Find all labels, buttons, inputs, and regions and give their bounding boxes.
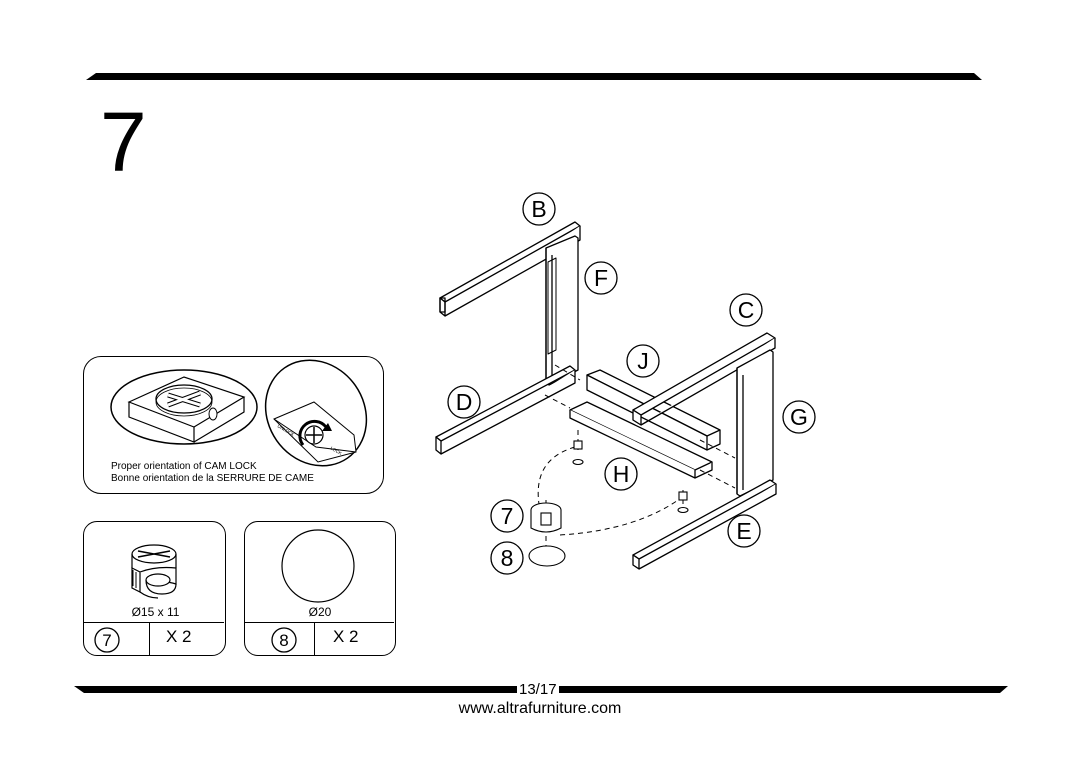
cam-lock-orientation-panel: UNLOCK LOCK Proper orientation of CAM LO… <box>83 356 384 494</box>
top-rule <box>86 73 982 80</box>
part-8-id: 8 <box>279 631 288 650</box>
part-7-dimension: Ø15 x 11 <box>131 605 180 619</box>
callout-f: F <box>594 265 608 291</box>
cam-lock-part-icon <box>131 544 177 599</box>
cam-note-french: Bonne orientation de la SERRURE DE CAME <box>111 473 314 484</box>
callout-c: C <box>738 297 755 323</box>
callout-j: J <box>637 348 649 374</box>
callout-e: E <box>736 518 751 544</box>
callout-h: H <box>613 461 630 487</box>
divider <box>84 622 224 623</box>
callout-part-7: 7 <box>501 503 514 529</box>
website-link[interactable]: www.altrafurniture.com <box>458 700 622 717</box>
cam-lock-illustration: UNLOCK LOCK <box>110 359 368 467</box>
callout-b: B <box>531 196 546 222</box>
divider <box>314 622 315 655</box>
divider <box>245 622 394 623</box>
part-8-dimension: Ø20 <box>308 605 332 619</box>
callout-part-8: 8 <box>501 545 514 571</box>
cam-note-english: Proper orientation of CAM LOCK <box>111 461 257 472</box>
hardware-box-8: Ø20 8 X 2 <box>244 521 396 656</box>
part-f-leg <box>545 235 579 386</box>
part-8-id-badge: 8 <box>271 627 297 653</box>
divider <box>149 622 150 655</box>
callout-g: G <box>790 404 808 430</box>
part-7-id-badge: 7 <box>94 627 120 653</box>
part-8-quantity: X 2 <box>333 627 359 646</box>
lock-label: LOCK <box>330 446 343 456</box>
step-number: 7 <box>100 95 147 189</box>
part-7-id: 7 <box>102 631 111 650</box>
page-number: 13/17 <box>517 681 559 698</box>
cover-cap-part-icon <box>281 529 355 603</box>
part-7-quantity: X 2 <box>166 627 192 646</box>
callout-d: D <box>456 389 473 415</box>
hardware-box-7: Ø15 x 11 7 X 2 <box>83 521 226 656</box>
